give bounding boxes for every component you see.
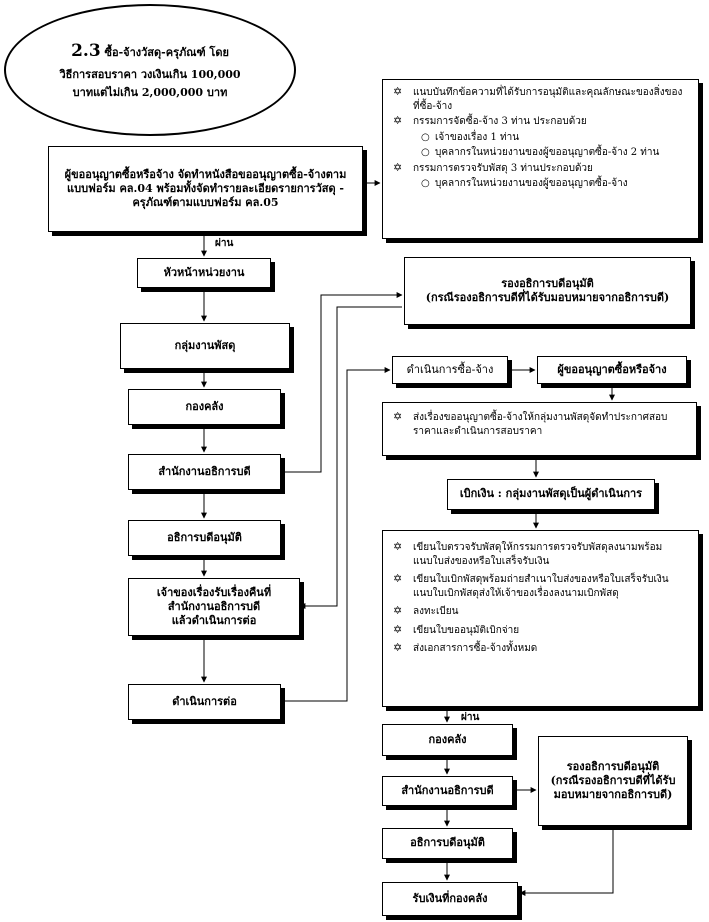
step-item: ✡ เขียนใบขออนุมัติเบิกจ่าย [393, 622, 690, 638]
attachment-subitem: ○ บุคลากรในหน่วยงานของผู้ขออนุญาตซื้อ-จ้า… [393, 146, 690, 160]
owner-line-1: เจ้าของเรื่องรับเรื่องคืนที่ [156, 585, 272, 599]
circle-icon: ○ [421, 147, 430, 158]
star-of-david-icon: ✡ [393, 604, 403, 617]
vp-approve-top-box: รองอธิการบดีอนุมัติ (กรณีรองอธิการบดีที่… [404, 257, 691, 325]
receive-cash-box: รับเงินที่กองคลัง [382, 882, 518, 916]
vp-bottom-line-3: มอบหมายจากอธิการบดี) [553, 788, 673, 802]
request-line-3: ครุภัณฑ์ตามแบบฟอร์ม คล.05 [132, 196, 279, 210]
right-finance-division-box: กองคลัง [382, 724, 513, 756]
step-text: เขียนใบตรวจรับพัสดุให้กรรมการตรวจรับพัสด… [413, 542, 663, 553]
vp-approve-bottom-box: รองอธิการบดีอนุมัติ (กรณีรองอธิการบดีที่… [538, 736, 688, 826]
head-unit-box: หัวหน้าหน่วยงาน [137, 258, 271, 288]
vp-top-line-2: (กรณีรองอธิการบดีที่ได้รับมอบหมายจากอธิก… [425, 291, 670, 304]
finance-division-box: กองคลัง [128, 389, 281, 425]
star-of-david-icon: ✡ [393, 114, 403, 127]
disburse-box: เบิกเงิน : กลุ่มงานพัสดุเป็นผู้ดำเนินการ [447, 479, 655, 510]
owner-receive-box: เจ้าของเรื่องรับเรื่องคืนที่ สำนักงานอธิ… [128, 578, 300, 636]
send-box: ✡ ส่งเรื่องขออนุญาตซื้อ-จ้างให้กลุ่มงานพ… [382, 402, 697, 456]
supplies-group-box: กลุ่มงานพัสดุ [120, 323, 290, 369]
star-of-david-icon: ✡ [393, 410, 403, 423]
vp-bottom-line-2: (กรณีรองอธิการบดีที่ได้รับ [550, 773, 676, 787]
attachment-subitem: ○ เจ้าของเรื่อง 1 ท่าน [393, 131, 690, 145]
proceed-box: ดำเนินการต่อ [128, 684, 281, 720]
step-item: ✡ เขียนใบตรวจรับพัสดุให้กรรมการตรวจรับพัส… [393, 540, 690, 568]
right-president-office-box: สำนักงานอธิการบดี [382, 776, 513, 806]
step-text: เขียนใบเบิกพัสดุพร้อมถ่ายสำเนาใบส่งของหร… [413, 574, 669, 585]
title-text-1: ซื้อ-จ้างวัสดุ-ครุภัณฑ์ โดย [104, 45, 229, 59]
attachment-text: กรรมการจัดซื้อ-จ้าง 3 ท่าน ประกอบด้วย [413, 116, 587, 127]
title-number: 2.3 [71, 40, 101, 61]
attachment-subitem-text: บุคลากรในหน่วยงานของผู้ขออนุญาตซื้อ-จ้าง… [435, 147, 660, 158]
step-text-cont: แนบใบเบิกพัสดุส่งให้เจ้าของเรื่องลงนามเบ… [413, 587, 619, 599]
star-of-david-icon: ✡ [393, 622, 403, 636]
attachment-text: กรรมการตรวจรับพัสดุ 3 ท่านประกอบด้วย [413, 162, 593, 174]
send-row: ✡ ส่งเรื่องขออนุญาตซื้อ-จ้างให้กลุ่มงานพ… [393, 410, 688, 438]
request-line-2: แบบฟอร์ม คล.04 พร้อมทั้งจัดทำรายละเอียดร… [67, 181, 344, 195]
steps-list: ✡ เขียนใบตรวจรับพัสดุให้กรรมการตรวจรับพัส… [382, 530, 699, 707]
title-line-2: วิธีการสอบราคา วงเงินเกิน 100,000 [59, 67, 241, 81]
star-of-david-icon: ✡ [393, 641, 403, 654]
request-line-1: ผู้ขออนุญาตซื้อหรือจ้าง จัดทำหนังสือขออน… [64, 167, 347, 181]
procure-box: ดำเนินการซื้อ-จ้าง [392, 356, 508, 384]
step-text: ลงทะเบียน [413, 606, 459, 617]
circle-icon: ○ [421, 131, 430, 143]
attachment-text-cont: ที่ซื้อ-จ้าง [413, 100, 453, 112]
star-of-david-icon: ✡ [393, 540, 403, 553]
president-office-box: สำนักงานอธิการบดี [128, 454, 281, 490]
attachment-subitem-text: เจ้าของเรื่อง 1 ท่าน [435, 131, 520, 143]
title-line-1: 2.3 ซื้อ-จ้างวัสดุ-ครุภัณฑ์ โดย [71, 37, 229, 66]
attachments-list: ✡ แนบบันทึกข้อความที่ได้รับการอนุมัติและค… [382, 79, 699, 239]
via-label-bottom: ผ่าน [461, 712, 480, 723]
vp-bottom-line-1: รองอธิการบดีอนุมัติ [566, 759, 660, 773]
president-approve-box: อธิการบดีอนุมัติ [128, 520, 281, 556]
step-text: เขียนใบขออนุมัติเบิกจ่าย [413, 624, 520, 636]
star-of-david-icon: ✡ [393, 85, 403, 98]
send-line-2: ราคาและดำเนินการสอบราคา [413, 425, 543, 437]
star-of-david-icon: ✡ [393, 572, 403, 585]
attachment-subitem: ○ บุคลากรในหน่วยงานของผู้ขออนุญาตซื้อ-จ้า… [393, 177, 690, 191]
via-label-top: ผ่าน [215, 238, 234, 249]
step-item: ✡ เขียนใบเบิกพัสดุพร้อมถ่ายสำเนาใบส่งของห… [393, 572, 690, 600]
attachment-item: ✡ กรรมการตรวจรับพัสดุ 3 ท่านประกอบด้วย [393, 160, 690, 176]
step-item: ✡ ส่งเอกสารการซื้อ-จ้างทั้งหมด [393, 641, 690, 656]
attachment-item: ✡ แนบบันทึกข้อความที่ได้รับการอนุมัติและค… [393, 85, 690, 113]
title-oval: 2.3 ซื้อ-จ้างวัสดุ-ครุภัณฑ์ โดย วิธีการส… [4, 4, 296, 136]
request-box: ผู้ขออนุญาตซื้อหรือจ้าง จัดทำหนังสือขออน… [48, 146, 363, 232]
step-item: ✡ ลงทะเบียน [393, 604, 690, 619]
attachment-subitem-text: บุคลากรในหน่วยงานของผู้ขออนุญาตซื้อ-จ้าง [435, 178, 628, 189]
title-line-3: บาทแต่ไม่เกิน 2,000,000 บาท [72, 86, 228, 100]
owner-line-2: สำนักงานอธิการบดี [167, 599, 261, 613]
send-line-1: ส่งเรื่องขออนุญาตซื้อ-จ้างให้กลุ่มงานพัส… [413, 412, 668, 423]
right-president-approve-box: อธิการบดีอนุมัติ [382, 828, 513, 859]
vp-top-line-1: รองอธิการบดีอนุมัติ [501, 276, 594, 290]
attachment-text: แนบบันทึกข้อความที่ได้รับการอนุมัติและคุ… [413, 87, 683, 98]
step-text: ส่งเอกสารการซื้อ-จ้างทั้งหมด [413, 643, 538, 654]
requester-box: ผู้ขออนุญาตซื้อหรือจ้าง [537, 356, 687, 384]
owner-line-3: แล้วดำเนินการต่อ [171, 614, 257, 628]
attachment-item: ✡ กรรมการจัดซื้อ-จ้าง 3 ท่าน ประกอบด้วย [393, 114, 690, 129]
circle-icon: ○ [421, 178, 430, 189]
step-text-cont: แนบใบส่งของหรือใบเสร็จรับเงิน [413, 555, 550, 567]
star-of-david-icon: ✡ [393, 160, 403, 174]
